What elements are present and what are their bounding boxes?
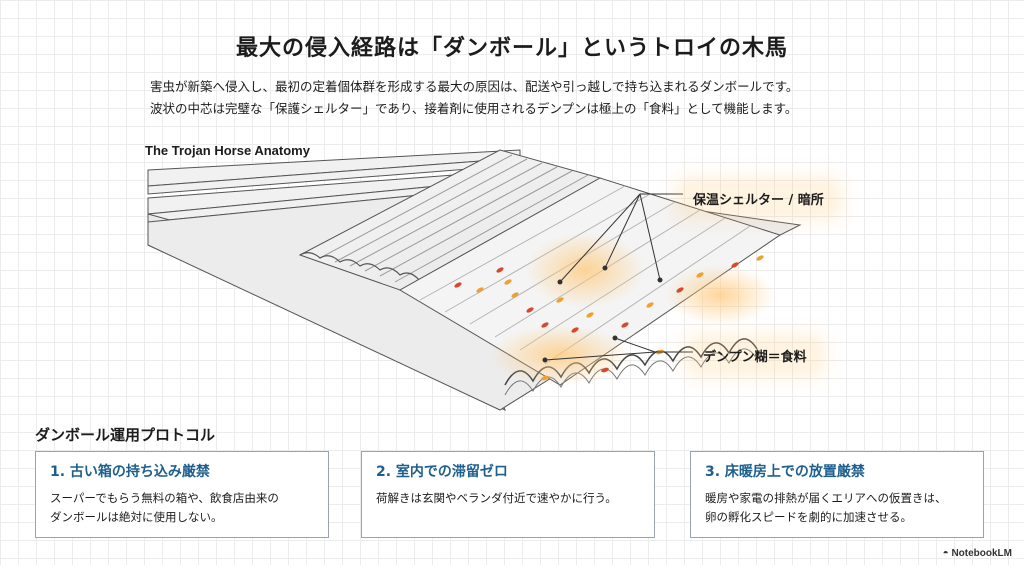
top-liner-ribs [319, 154, 589, 283]
brand-watermark: ◓ NotebookLM [943, 548, 1012, 559]
card-title: 1. 古い箱の持ち込み厳禁 [50, 464, 210, 480]
card-body-line: 荷解きは玄関やベランダ付近で速やかに行う。 [376, 491, 617, 505]
intro-text: 害虫が新築へ侵入し、最初の定着個体群を形成する最大の原因は、配送や引っ越しで持ち… [150, 76, 910, 120]
warm-glow-1 [525, 232, 645, 308]
cardboard-diagram [147, 149, 802, 411]
intro-line-2: 波状の中芯は完璧な「保護シェルター」であり、接着剤に使用されるデンプンは極上の「… [150, 101, 798, 116]
card-body-line: 卵の孵化スピードを劇的に加速させる。 [705, 510, 912, 524]
roach-eggs [454, 255, 764, 381]
left-board-layers [147, 149, 521, 223]
protocol-card-3: 3. 床暖房上での放置厳禁 暖房や家電の排熱が届くエリアへの仮置きは、 卵の孵化… [690, 451, 984, 538]
protocol-card-1: 1. 古い箱の持ち込み厳禁 スーパーでもらう無料の箱や、飲食店由来の ダンボール… [35, 451, 329, 538]
protocol-card-2: 2. 室内での滞留ゼロ 荷解きは玄関やベランダ付近で速やかに行う。 [361, 451, 655, 538]
card-body: 荷解きは玄関やベランダ付近で速やかに行う。 [376, 489, 640, 508]
callout-shelter: 保温シェルター / 暗所 [683, 185, 834, 212]
callout-leaders [544, 193, 693, 361]
card-body-line: スーパーでもらう無料の箱や、飲食店由来の [50, 491, 279, 505]
card-body-line: ダンボールは絶対に使用しない。 [50, 510, 223, 524]
page-title: 最大の侵入経路は「ダンボール」というトロイの木馬 [235, 36, 788, 61]
card-title: 2. 室内での滞留ゼロ [376, 464, 508, 480]
card-body-line: 暖房や家電の排熱が届くエリアへの仮置きは、 [705, 491, 947, 505]
warm-glow-2 [490, 325, 630, 385]
callout-food: デンプン糊＝食料 [693, 342, 817, 369]
card-body: 暖房や家電の排熱が届くエリアへの仮置きは、 卵の孵化スピードを劇的に加速させる。 [705, 489, 969, 527]
intro-line-1: 害虫が新築へ侵入し、最初の定着個体群を形成する最大の原因は、配送や引っ越しで持ち… [150, 79, 799, 94]
diagram-label: The Trojan Horse Anatomy [145, 143, 310, 158]
card-body: スーパーでもらう無料の箱や、飲食店由来の ダンボールは絶対に使用しない。 [50, 489, 314, 527]
brand-label: NotebookLM [951, 548, 1012, 559]
notebooklm-logo-icon: ◓ [942, 548, 952, 559]
protocol-title: ダンボール運用プロトコル [35, 426, 216, 444]
warm-glow-3 [665, 265, 775, 325]
card-title: 3. 床暖房上での放置厳禁 [705, 464, 865, 480]
